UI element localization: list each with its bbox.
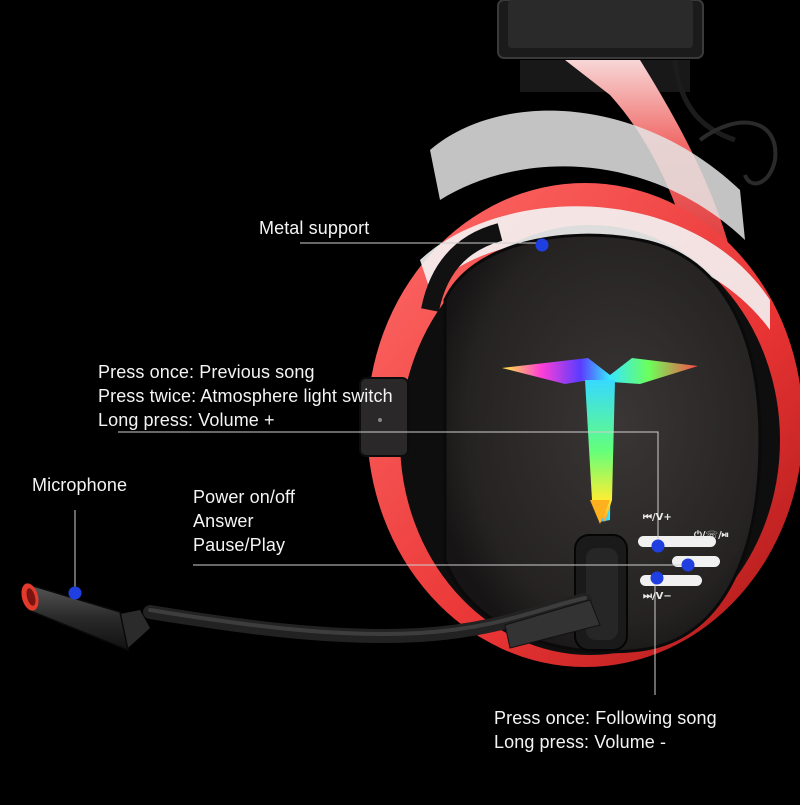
leader-volume-up	[118, 431, 659, 545]
power-line-2: Answer	[193, 511, 254, 531]
side-tab	[359, 377, 409, 457]
volume-up-line-3: Long press: Volume +	[98, 410, 275, 430]
volume-up-line-1: Press once: Previous song	[98, 362, 315, 382]
leader-lines	[74, 242, 688, 695]
power-label: Power on/off Answer Pause/Play	[193, 485, 295, 557]
power-line-1: Power on/off	[193, 487, 295, 507]
metal-support-label: Metal support	[259, 218, 370, 238]
rgb-t-logo	[502, 358, 698, 524]
volume-up-icon: ⏮/V+	[643, 512, 672, 523]
dot-volume-up	[651, 539, 665, 553]
dot-metal-support	[535, 238, 549, 252]
volume-down-button[interactable]	[640, 575, 702, 586]
volume-down-icon: ⏭/V−	[643, 591, 672, 602]
microphone-label: Microphone	[32, 475, 128, 495]
volume-down-label: Press once: Following song Long press: V…	[494, 706, 717, 754]
volume-down-line-1: Press once: Following song	[494, 708, 717, 728]
microphone-boom	[143, 593, 601, 649]
volume-down-line-2: Long press: Volume -	[494, 732, 667, 752]
dot-power	[681, 558, 695, 572]
dot-volume-down	[650, 571, 664, 585]
volume-up-line-2: Press twice: Atmosphere light switch	[98, 386, 393, 406]
dot-microphone	[68, 586, 82, 600]
mic-pivot	[574, 534, 628, 651]
volume-up-label: Press once: Previous song Press twice: A…	[98, 360, 393, 432]
power-line-3: Pause/Play	[193, 535, 286, 555]
microphone-capsule	[21, 583, 150, 652]
power-play-icon: ⏻/☏/⏯	[694, 530, 729, 541]
marker-dots	[68, 238, 695, 600]
